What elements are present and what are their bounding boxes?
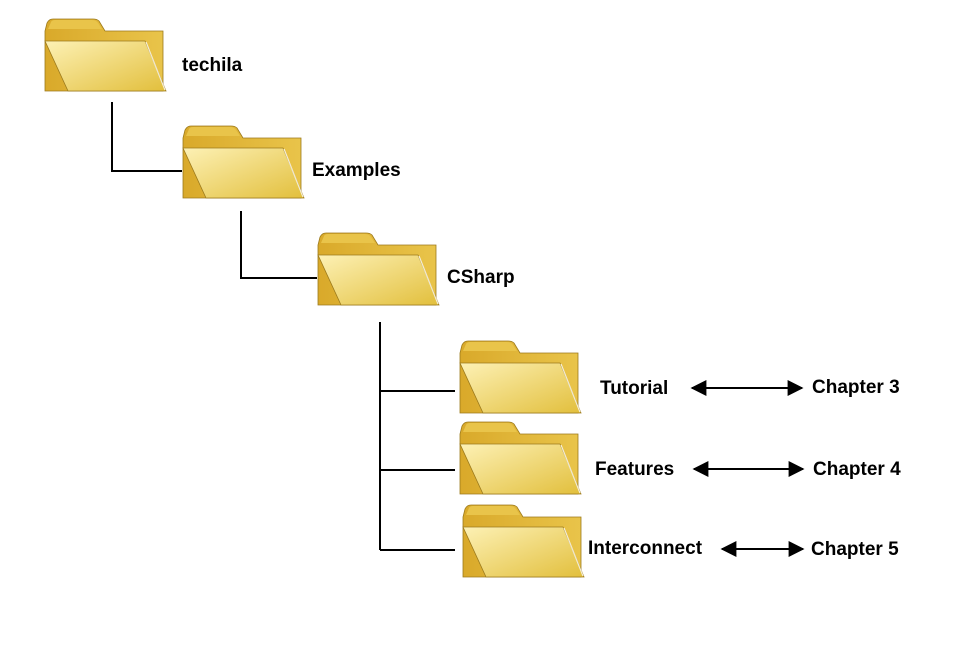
chapter-label-4: Chapter 4	[813, 459, 901, 480]
tree-connectors	[111, 102, 455, 551]
folder-icon-features	[459, 421, 582, 495]
folder-icon-tutorial	[459, 340, 582, 414]
connector-examples-csharp	[240, 211, 317, 279]
folder-icon-csharp	[317, 232, 440, 306]
folder-label-examples: Examples	[312, 160, 401, 181]
connector-techila-examples	[111, 102, 182, 172]
folder-label-interconnect: Interconnect	[588, 538, 703, 559]
chapter-label-3: Chapter 3	[812, 377, 900, 398]
folder-label-csharp: CSharp	[447, 267, 515, 288]
folder-label-features: Features	[595, 459, 675, 480]
chapter-label-5: Chapter 5	[811, 539, 899, 560]
folder-icon-interconnect	[462, 504, 585, 578]
folder-icon-examples	[182, 125, 305, 199]
folder-icon-root	[44, 18, 167, 92]
folder-label-tutorial: Tutorial	[600, 378, 669, 399]
folder-label-techila: techila	[182, 55, 243, 76]
